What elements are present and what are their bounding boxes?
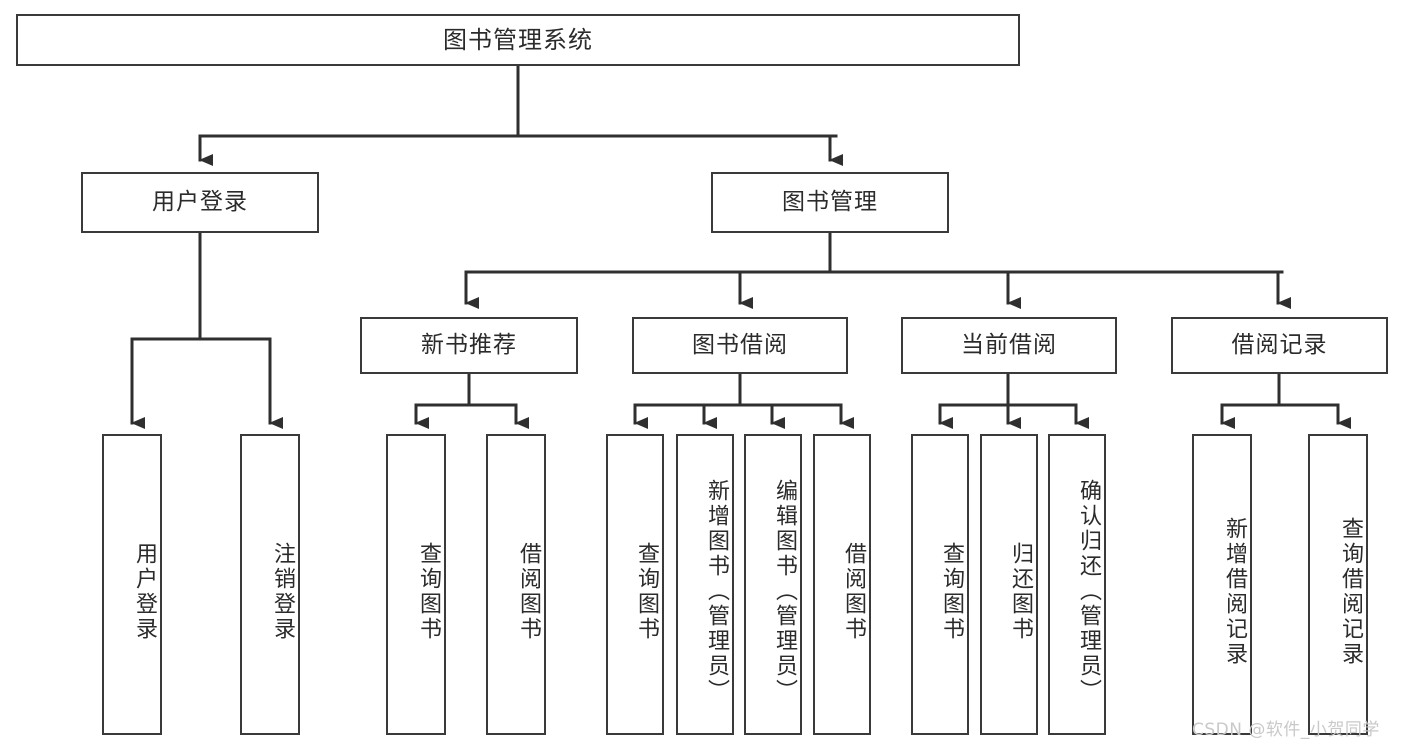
node-current-borrow[interactable]: 当前借阅 [901, 317, 1117, 374]
leaf-borrow-book-new[interactable]: 借阅图书 [486, 434, 546, 735]
leaf-return-book[interactable]: 归还图书 [980, 434, 1038, 735]
node-root[interactable]: 图书管理系统 [16, 14, 1020, 66]
leaf-query-book-borrow[interactable]: 查询图书 [606, 434, 664, 735]
leaf-query-book-current[interactable]: 查询图书 [911, 434, 969, 735]
node-book-borrow[interactable]: 图书借阅 [632, 317, 848, 374]
leaf-query-borrow-record[interactable]: 查询借阅记录 [1308, 434, 1368, 735]
leaf-confirm-return-admin[interactable]: 确认归还（管理员） [1048, 434, 1106, 735]
node-book-management[interactable]: 图书管理 [711, 172, 949, 233]
watermark-text: CSDN @软件_小贺同学 [1192, 720, 1380, 740]
leaf-add-borrow-record[interactable]: 新增借阅记录 [1192, 434, 1252, 735]
leaf-logout[interactable]: 注销登录 [240, 434, 300, 735]
leaf-add-book-admin[interactable]: 新增图书（管理员） [676, 434, 734, 735]
leaf-edit-book-admin[interactable]: 编辑图书（管理员） [744, 434, 802, 735]
node-new-book-recommend[interactable]: 新书推荐 [360, 317, 578, 374]
node-borrow-record[interactable]: 借阅记录 [1171, 317, 1388, 374]
leaf-query-book-new[interactable]: 查询图书 [386, 434, 446, 735]
leaf-user-login[interactable]: 用户登录 [102, 434, 162, 735]
leaf-borrow-book[interactable]: 借阅图书 [813, 434, 871, 735]
node-user-login[interactable]: 用户登录 [81, 172, 319, 233]
